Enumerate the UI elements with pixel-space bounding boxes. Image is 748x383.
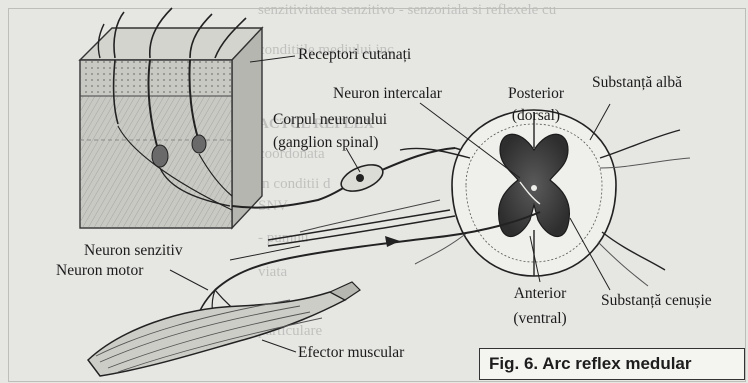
label-anterior: Anterior: [500, 284, 580, 303]
label-ganglion-spinal: (ganglion spinal): [273, 133, 378, 152]
figure-caption: Fig. 6. Arc reflex medular: [479, 348, 745, 380]
label-substanta-cenusie: Substanță cenușie: [601, 291, 712, 310]
skin-block: [80, 8, 262, 228]
label-neuron-senzitiv: Neuron senzitiv: [84, 241, 183, 260]
label-corpul-neuronului: Corpul neuronului: [273, 110, 387, 129]
spinal-cord: [400, 110, 690, 286]
label-neuron-intercalar: Neuron intercalar: [333, 84, 442, 103]
label-neuron-motor: Neuron motor: [56, 261, 143, 280]
label-efector-muscular: Efector muscular: [298, 343, 404, 362]
label-substanta-alba: Substanță albă: [592, 73, 682, 92]
label-receptori-cutanati: Receptori cutanați: [298, 45, 411, 64]
label-anterior-ventral: (ventral): [500, 309, 580, 328]
label-posterior: Posterior: [496, 84, 576, 103]
label-posterior-dorsal: (dorsal): [496, 106, 576, 125]
